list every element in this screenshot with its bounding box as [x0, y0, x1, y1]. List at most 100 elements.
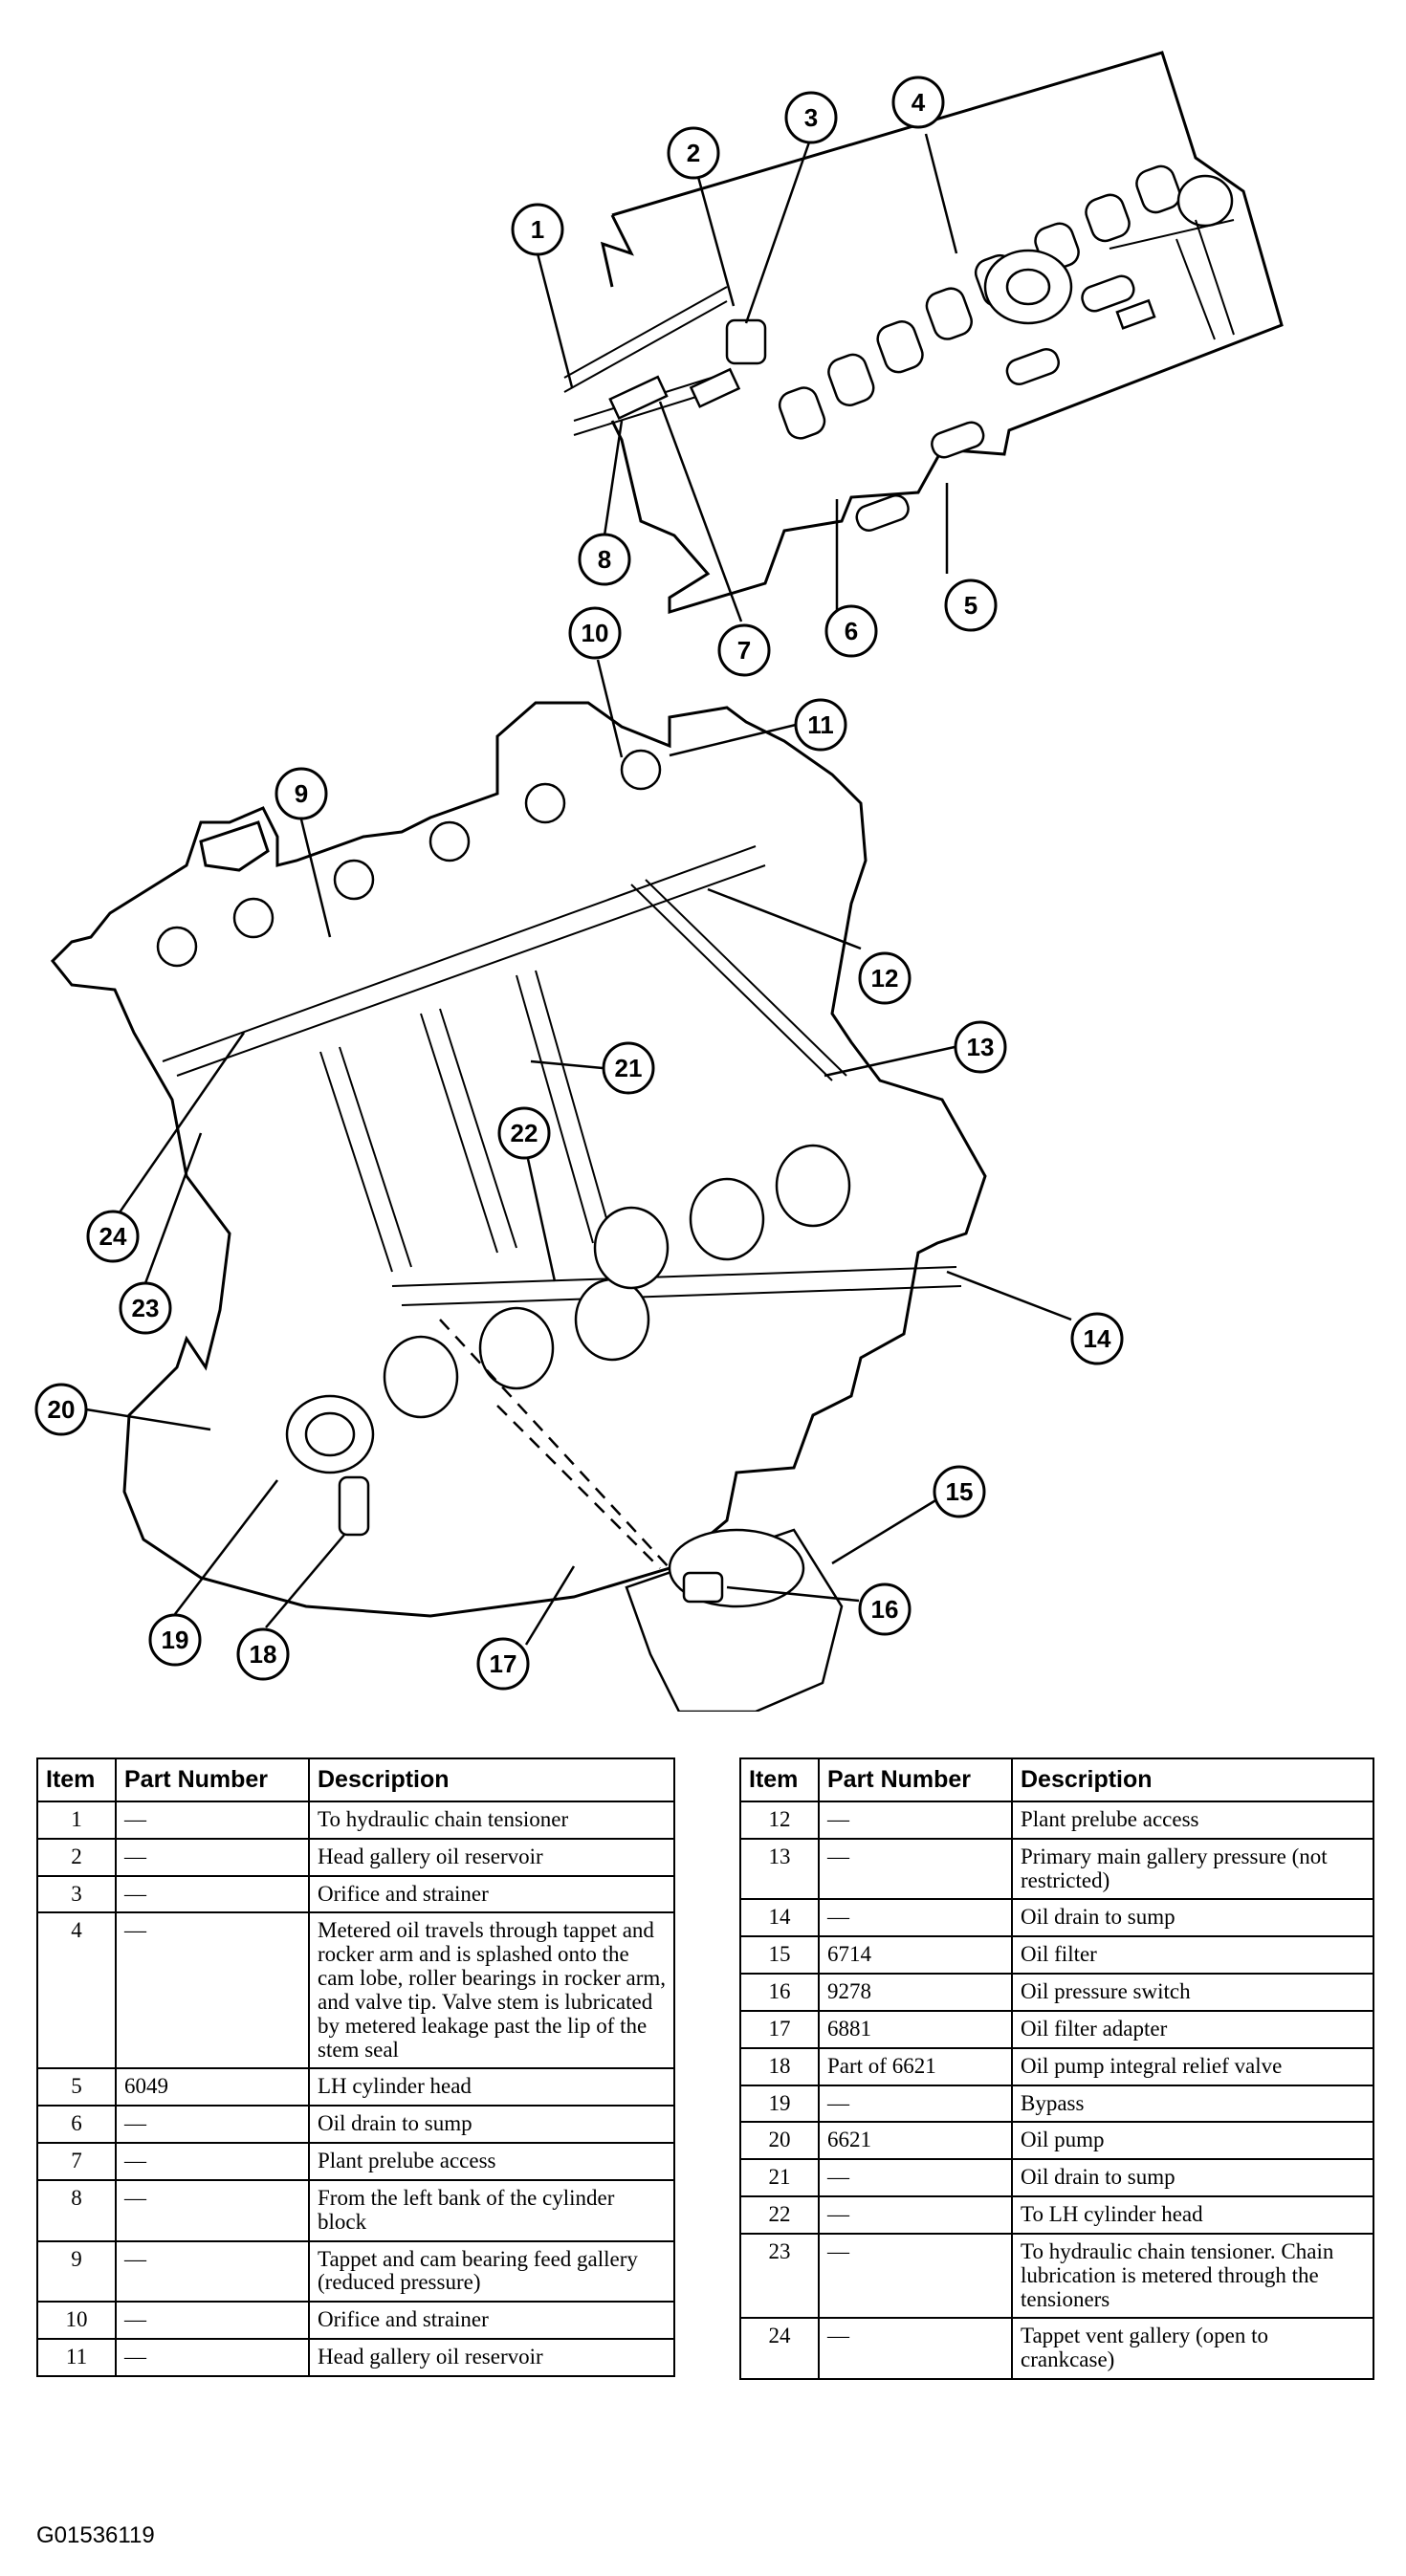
table-row: 23—To hydraulic chain tensioner. Chain l…: [739, 2232, 1374, 2320]
svg-text:17: 17: [490, 1649, 517, 1678]
cell-item: 17: [739, 2009, 820, 2049]
cell-part-number: —: [115, 2301, 310, 2341]
svg-text:23: 23: [132, 1294, 160, 1322]
callout-24: 24: [86, 1210, 140, 1263]
cell-item: 21: [739, 2158, 820, 2198]
svg-text:8: 8: [598, 545, 611, 574]
callout-1: 1: [511, 203, 564, 256]
table-row: 22—To LH cylinder head: [739, 2195, 1374, 2235]
cell-description: Plant prelube access: [308, 2142, 675, 2181]
cell-description: Primary main gallery pressure (not restr…: [1011, 1837, 1374, 1901]
cell-part-number: 6049: [115, 2067, 310, 2107]
cell-item: 12: [739, 1801, 820, 1840]
table-row: 7—Plant prelube access: [36, 2142, 675, 2181]
callout-5: 5: [944, 579, 998, 632]
cell-item: 19: [739, 2084, 820, 2124]
engine-oil-flow-diagram: 1 2 3 4 5 6 7 8 9 10 11 12 13 14 15 16 1…: [34, 51, 1284, 1712]
cell-description: Orifice and strainer: [308, 1874, 675, 1914]
cell-description: Head gallery oil reservoir: [308, 2338, 675, 2377]
cell-item: 9: [36, 2239, 117, 2303]
leader-lines: [85, 133, 1072, 1646]
table-row: 12—Plant prelube access: [739, 1801, 1374, 1840]
cell-part-number: —: [818, 2084, 1013, 2124]
table-row: 10—Orifice and strainer: [36, 2301, 675, 2341]
svg-text:16: 16: [871, 1595, 899, 1624]
cell-part-number: 9278: [818, 1973, 1013, 2012]
cell-description: Oil drain to sump: [1011, 1898, 1374, 1938]
callout-17: 17: [476, 1637, 530, 1691]
cell-description: Oil filter adapter: [1011, 2009, 1374, 2049]
cell-description: Tappet vent gallery (open to crankcase): [1011, 2317, 1374, 2381]
cell-part-number: —: [115, 1911, 310, 2070]
svg-text:22: 22: [511, 1119, 538, 1147]
engine-block-drawing: [50, 701, 987, 1712]
cell-description: Oil pressure switch: [1011, 1973, 1374, 2012]
table-row: 1—To hydraulic chain tensioner: [36, 1801, 675, 1840]
column-header-description: Description: [1011, 1757, 1374, 1802]
cell-item: 10: [36, 2301, 117, 2341]
svg-text:9: 9: [295, 779, 308, 808]
cell-part-number: 6881: [818, 2009, 1013, 2049]
svg-text:18: 18: [250, 1640, 277, 1669]
cell-part-number: —: [115, 1801, 310, 1840]
callout-9: 9: [275, 767, 328, 820]
cell-part-number: —: [115, 2338, 310, 2377]
svg-text:10: 10: [582, 619, 609, 647]
callout-2: 2: [667, 126, 720, 180]
cell-part-number: —: [818, 1898, 1013, 1938]
column-header-description: Description: [308, 1757, 675, 1802]
cell-item: 1: [36, 1801, 117, 1840]
callout-11: 11: [794, 698, 847, 752]
cell-description: From the left bank of the cylinder block: [308, 2178, 675, 2242]
cell-item: 23: [739, 2232, 820, 2320]
svg-text:21: 21: [615, 1054, 643, 1082]
table-row: 9—Tappet and cam bearing feed gallery (r…: [36, 2239, 675, 2303]
cell-item: 2: [36, 1837, 117, 1877]
svg-text:6: 6: [845, 617, 858, 645]
cell-part-number: —: [115, 2142, 310, 2181]
cell-description: Oil drain to sump: [308, 2105, 675, 2145]
callout-13: 13: [954, 1020, 1007, 1074]
svg-text:4: 4: [912, 88, 926, 117]
column-header-part-number: Part Number: [115, 1757, 310, 1802]
parts-table-right: Item Part Number Description 12—Plant pr…: [739, 1757, 1374, 2381]
cell-description: To hydraulic chain tensioner. Chain lubr…: [1011, 2232, 1374, 2320]
column-header-item: Item: [739, 1757, 820, 1802]
cell-item: 15: [739, 1935, 820, 1976]
cell-part-number: —: [818, 2195, 1013, 2235]
table-row: 11—Head gallery oil reservoir: [36, 2338, 675, 2377]
cell-item: 18: [739, 2046, 820, 2086]
cell-item: 13: [739, 1837, 820, 1901]
cell-item: 6: [36, 2105, 117, 2145]
svg-text:7: 7: [737, 636, 751, 665]
callout-19: 19: [148, 1613, 202, 1667]
svg-text:1: 1: [531, 215, 544, 244]
cell-description: Oil pump integral relief valve: [1011, 2046, 1374, 2086]
svg-text:3: 3: [804, 103, 818, 132]
column-header-item: Item: [36, 1757, 117, 1802]
cell-part-number: —: [818, 2317, 1013, 2381]
table-row: 14—Oil drain to sump: [739, 1898, 1374, 1938]
cell-part-number: —: [818, 1837, 1013, 1901]
table-row: 8—From the left bank of the cylinder blo…: [36, 2178, 675, 2242]
cell-description: Oil pump: [1011, 2121, 1374, 2161]
svg-text:15: 15: [946, 1477, 974, 1506]
callout-15: 15: [933, 1465, 986, 1518]
callout-3: 3: [784, 91, 838, 144]
cell-description: Metered oil travels through tappet and r…: [308, 1911, 675, 2070]
cell-item: 16: [739, 1973, 820, 2012]
cell-description: Head gallery oil reservoir: [308, 1837, 675, 1877]
parts-table-left: Item Part Number Description 1—To hydrau…: [36, 1757, 675, 2377]
callout-20: 20: [34, 1383, 88, 1436]
callout-16: 16: [858, 1583, 912, 1636]
cell-description: Oil drain to sump: [1011, 2158, 1374, 2198]
cell-description: LH cylinder head: [308, 2067, 675, 2107]
table-row: 2—Head gallery oil reservoir: [36, 1837, 675, 1877]
table-header-row: Item Part Number Description: [739, 1757, 1374, 1802]
cell-description: Plant prelube access: [1011, 1801, 1374, 1840]
